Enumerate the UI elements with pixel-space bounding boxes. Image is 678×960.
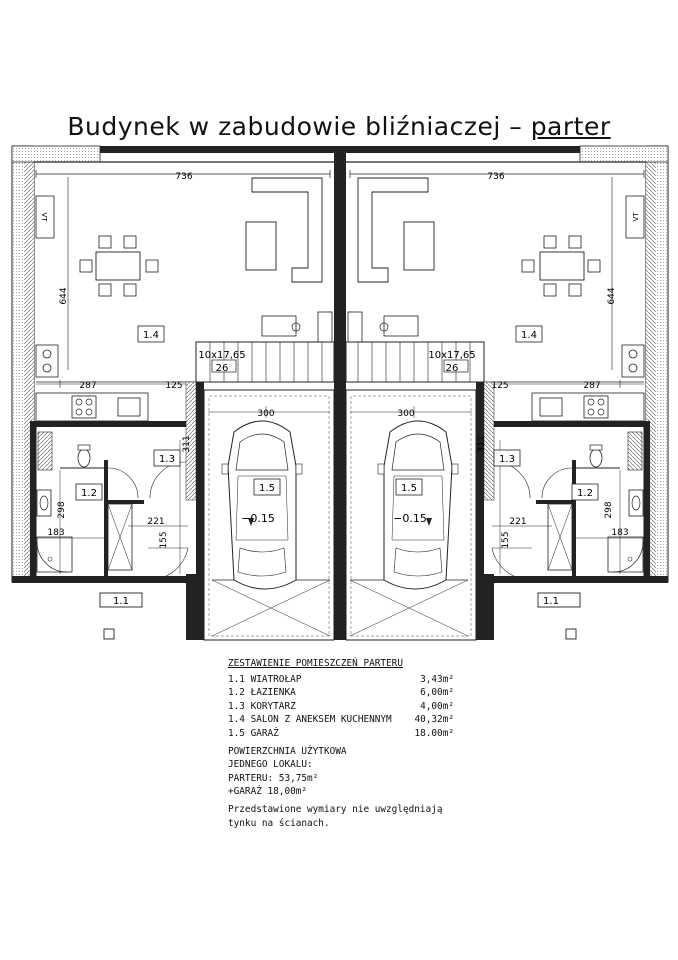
dwelling-right — [339, 145, 669, 641]
stairs-steps-right: 26 — [446, 363, 459, 374]
room-label-1-5-left: 1.5 — [259, 483, 275, 494]
room-label-1-1-left: 1.1 — [113, 596, 129, 607]
dim-garage-left: 300 — [257, 409, 274, 419]
note-line-2: tynku na ścianach. — [228, 817, 330, 829]
dim-hall-right: 125 — [491, 381, 508, 391]
dim-kitchen-right: 287 — [583, 381, 600, 391]
level-label-left: −0.15 — [241, 512, 275, 525]
room-label-1-3-left: 1.3 — [159, 454, 175, 465]
schedule-row: 1.2 ŁAZIENKA 6,00m² — [228, 686, 468, 700]
dim-width-right: 736 — [487, 172, 504, 182]
note-line-1: Przedstawione wymiary nie uwzględniają — [228, 803, 443, 815]
usable-area-line-2: JEDNEGO LOKALU: — [228, 759, 313, 771]
room-label-1-2-right: 1.2 — [577, 488, 593, 499]
dim-bath-w-right: 183 — [611, 528, 628, 538]
schedule-row: 1.4 SALON Z ANEKSEM KUCHENNYM 40,32m² — [228, 713, 468, 727]
dim-door-right: 155 — [501, 531, 511, 548]
stairs-size-left: 10x17,65 — [198, 350, 245, 361]
dim-corridor-left: 311 — [182, 435, 192, 452]
schedule-room-name: 1.1 WIATROŁAP — [228, 673, 302, 685]
dim-corridor-w-right: 221 — [509, 517, 526, 527]
level-label-right: −0.15 — [393, 512, 427, 525]
schedule-row: 1.1 WIATROŁAP 3,43m² — [228, 673, 468, 687]
schedule-room-name: 1.4 SALON Z ANEKSEM KUCHENNYM — [228, 714, 392, 726]
schedule-heading: ZESTAWIENIE POMIESZCZEŃ PARTERU — [228, 658, 403, 669]
drawing-title: Budynek w zabudowie bliźniaczej – parter — [0, 112, 678, 141]
dim-height-right: 644 — [607, 287, 617, 304]
schedule-row: 1.5 GARAŻ 18.00m² — [228, 727, 468, 741]
schedule-row: 1.3 KORYTARZ 4,00m² — [228, 700, 468, 714]
schedule-room-name: 1.2 ŁAZIENKA — [228, 687, 296, 699]
dim-bath-h-right: 298 — [604, 501, 614, 518]
dim-corridor-w-left: 221 — [147, 517, 164, 527]
schedule-room-area: 40,32m² — [414, 714, 454, 726]
schedule-room-area: 4,00m² — [420, 700, 454, 712]
schedule-room-name: 1.3 KORYTARZ — [228, 700, 296, 712]
dim-height-left: 644 — [59, 287, 69, 304]
usable-area-line-3: PARTERU: 53,75m² — [228, 772, 319, 784]
dim-kitchen-left: 287 — [79, 381, 96, 391]
room-label-1-5-right: 1.5 — [401, 483, 417, 494]
stairs-size-right: 10x17,65 — [428, 350, 475, 361]
room-label-1-2-left: 1.2 — [81, 488, 97, 499]
dim-door-left: 155 — [159, 531, 169, 548]
title-underlined: parter — [530, 112, 611, 141]
room-label-1-4-right: 1.4 — [521, 330, 537, 341]
vent-label-right: VT — [632, 212, 640, 222]
dim-bath-h-left: 298 — [57, 501, 67, 518]
dim-bath-w-left: 183 — [47, 528, 64, 538]
schedule-room-area: 18.00m² — [414, 727, 454, 739]
room-label-1-1-right: 1.1 — [543, 596, 559, 607]
dim-corridor-right: 311 — [477, 435, 487, 452]
room-label-1-3-right: 1.3 — [499, 454, 515, 465]
dwelling-left — [11, 145, 341, 641]
stairs-steps-left: 26 — [216, 363, 229, 374]
schedule-room-name: 1.5 GARAŻ — [228, 727, 279, 739]
dim-width-left: 736 — [175, 172, 192, 182]
room-schedule: ZESTAWIENIE POMIESZCZEŃ PARTERU 1.1 WIAT… — [228, 657, 468, 830]
usable-area-line-1: POWIERZCHNIA UŻYTKOWA — [228, 745, 347, 757]
vent-label-left: VT — [40, 212, 48, 222]
dim-garage-right: 300 — [397, 409, 414, 419]
room-label-1-4-left: 1.4 — [143, 330, 159, 341]
title-main: Budynek w zabudowie bliźniaczej – — [67, 112, 531, 141]
dim-hall-left: 125 — [165, 381, 182, 391]
schedule-room-area: 3,43m² — [420, 673, 454, 685]
usable-area-line-4: +GARAŻ 18,00m² — [228, 786, 308, 798]
schedule-room-area: 6,00m² — [420, 687, 454, 699]
